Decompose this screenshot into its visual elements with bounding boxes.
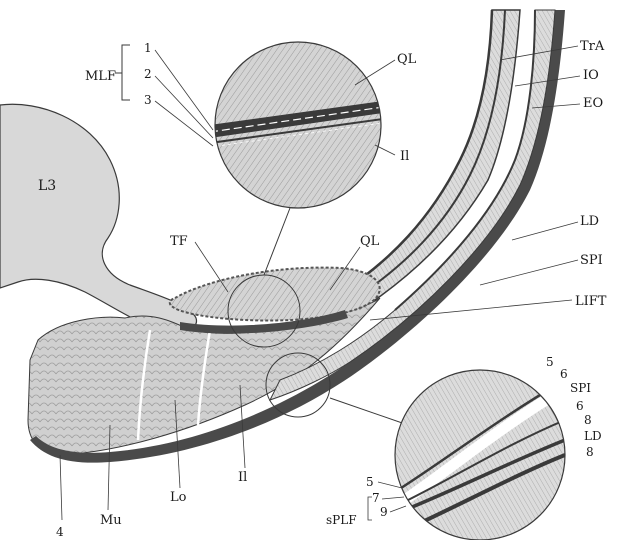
label-br-5a: 5 bbox=[546, 355, 554, 369]
magnified-circle-top bbox=[210, 42, 390, 212]
label-lo: Lo bbox=[170, 490, 187, 505]
label-tra: TrA bbox=[580, 39, 605, 54]
l3-vertebra bbox=[0, 104, 197, 332]
label-splf: sPLF bbox=[326, 513, 357, 527]
label-bl-7: 7 bbox=[372, 491, 380, 505]
label-eo: EO bbox=[583, 96, 603, 111]
label-ld: LD bbox=[580, 214, 599, 229]
label-mlf-2: 2 bbox=[144, 67, 152, 81]
leader-1 bbox=[155, 50, 213, 130]
zoom-connector-top bbox=[264, 208, 290, 275]
leader-spi bbox=[480, 260, 578, 285]
label-mlf-3: 3 bbox=[144, 93, 152, 107]
label-ql-mid: QL bbox=[360, 234, 380, 249]
leader-3 bbox=[155, 101, 213, 146]
label-br-8b: 8 bbox=[586, 445, 594, 459]
leader-2 bbox=[155, 76, 213, 138]
label-lift: LIFT bbox=[575, 294, 607, 309]
label-l3: L3 bbox=[38, 178, 56, 194]
label-tf: TF bbox=[170, 234, 188, 249]
label-mlf-1: 1 bbox=[144, 41, 152, 55]
mlf-bracket bbox=[115, 45, 130, 100]
leader-bl-7 bbox=[382, 497, 404, 499]
label-bl-9: 9 bbox=[380, 505, 388, 519]
label-bl-5: 5 bbox=[366, 475, 374, 489]
label-il-top: Il bbox=[400, 149, 409, 164]
label-ql-top: QL bbox=[397, 52, 417, 67]
label-mlf: MLF bbox=[85, 69, 116, 84]
label-br-6a: 6 bbox=[560, 367, 568, 381]
leader-ld bbox=[512, 222, 578, 240]
leader-bl-5 bbox=[378, 482, 402, 488]
leader-il-top bbox=[375, 145, 395, 155]
leader-bl-9 bbox=[390, 506, 406, 512]
magnified-circle-bottom bbox=[395, 370, 565, 540]
label-io: IO bbox=[583, 68, 599, 83]
label-br-ld: LD bbox=[584, 429, 602, 443]
label-br-spi: SPI bbox=[570, 381, 591, 395]
label-spi: SPI bbox=[580, 253, 603, 268]
zoom-connector-bottom bbox=[330, 398, 408, 425]
label-4: 4 bbox=[56, 525, 64, 539]
label-br-8a: 8 bbox=[584, 413, 592, 427]
label-mu: Mu bbox=[100, 513, 122, 528]
leader-4 bbox=[60, 455, 62, 520]
label-il-bottom: Il bbox=[238, 470, 247, 485]
label-br-6b: 6 bbox=[576, 399, 584, 413]
